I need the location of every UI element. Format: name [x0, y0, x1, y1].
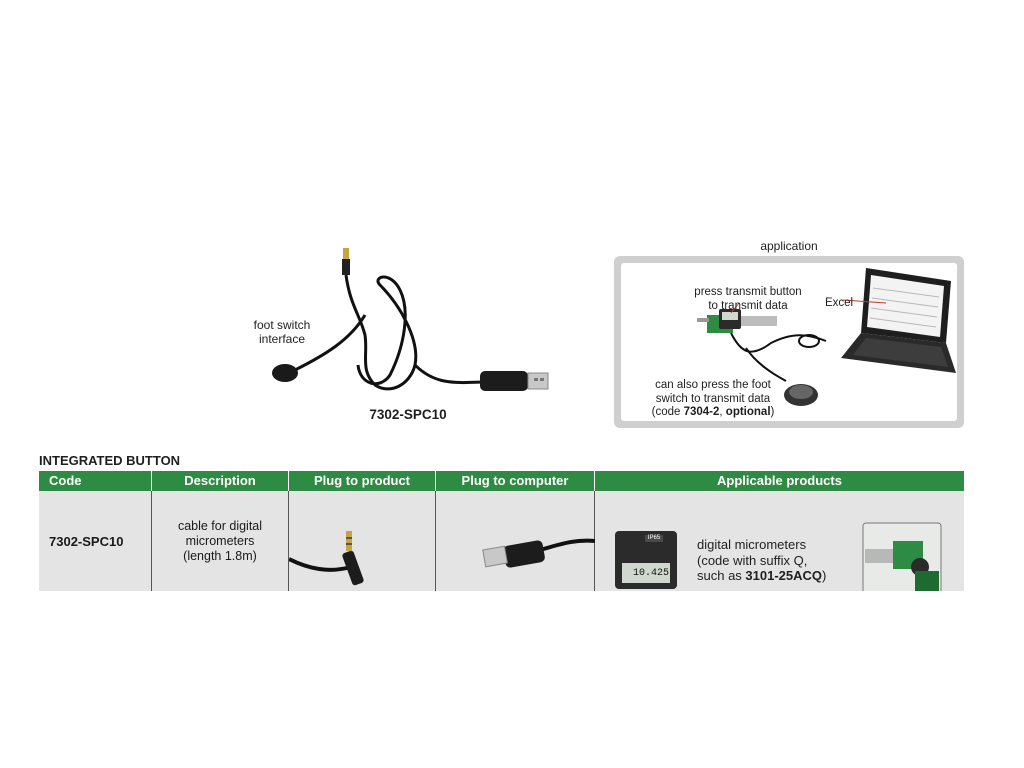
foot-switch-note: can also press the foot switch to transm… — [651, 379, 775, 418]
cell-description: cable for digital micrometers (length 1.… — [152, 491, 289, 591]
press-transmit-label: press transmit button to transmit data — [694, 286, 802, 312]
usb-plug-icon — [482, 538, 595, 568]
header-plug-to-computer: Plug to computer — [436, 471, 595, 491]
table-row: 7302-SPC10 cable for digital micrometers… — [39, 491, 964, 591]
application-illustration: press transmit button to transmit data E… — [621, 263, 957, 421]
application-title: application — [760, 239, 818, 253]
cell-plug-to-product — [289, 491, 436, 591]
header-description: Description — [152, 471, 289, 491]
header-code: Code — [39, 471, 152, 491]
jack-plug-icon — [289, 531, 364, 586]
header-applicable-products: Applicable products — [717, 473, 842, 488]
excel-label: Excel — [824, 297, 854, 309]
applicable-products-graphics — [615, 522, 942, 591]
application-scene-graphic — [697, 268, 956, 406]
micrometer-display-reading: 10.425 — [633, 568, 670, 579]
product-code-label: 7302-SPC10 — [369, 407, 447, 422]
cell-code: 7302-SPC10 — [39, 491, 152, 591]
cell-applicable-products: 10.425 IP65 digital micrometers (code wi… — [595, 491, 964, 591]
ip65-badge: IP65 — [647, 535, 661, 541]
applicable-products-text: digital micrometers (code with suffix Q,… — [697, 537, 827, 583]
header-plug-to-product: Plug to product — [289, 471, 436, 491]
cell-plug-to-computer — [436, 491, 595, 591]
spec-table: Code Description Plug to product Plug to… — [39, 471, 964, 591]
usb-cable-illustration — [272, 248, 549, 391]
section-title: INTEGRATED BUTTON — [39, 453, 181, 468]
application-panel: press transmit button to transmit data E… — [614, 256, 964, 428]
product-cable-image: foot switch interface 7302-SPC10 — [240, 245, 570, 435]
table-header: Code Description Plug to product Plug to… — [39, 471, 964, 491]
foot-switch-interface-label: foot switch interface — [253, 318, 311, 346]
